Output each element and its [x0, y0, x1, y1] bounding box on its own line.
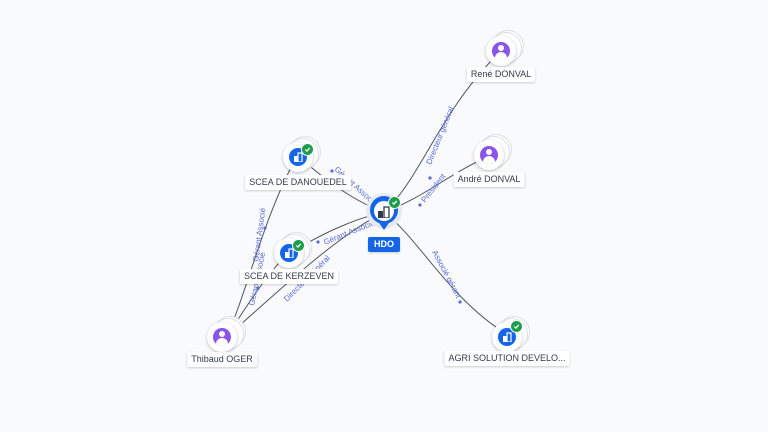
node-label-danouedel: SCEA DE DANOUEDEL	[245, 175, 351, 190]
node-label-thibaud: Thibaud OGER	[187, 352, 257, 367]
person-icon	[492, 42, 510, 60]
verified-check-icon	[388, 196, 401, 209]
person-icon	[480, 146, 498, 164]
arrow-marker	[256, 286, 260, 290]
arrow-marker	[428, 176, 432, 180]
verified-check-icon	[292, 239, 305, 252]
node-label-kerzeven: SCEA DE KERZEVEN	[239, 269, 339, 284]
arrow-marker	[418, 203, 422, 207]
verified-check-icon	[301, 143, 314, 156]
node-circle	[486, 36, 516, 66]
node-label-andre: André DONVAL	[453, 172, 525, 187]
arrow-marker	[458, 300, 462, 304]
arrow-marker	[316, 240, 320, 244]
node-circle	[474, 140, 504, 170]
node-circle	[207, 322, 237, 352]
verified-check-icon	[510, 320, 523, 333]
edge-label-andre-hdo: Président	[419, 171, 447, 204]
node-label-rene: René DONVAL	[466, 67, 536, 82]
company-icon	[498, 328, 516, 346]
node-label-agri: AGRI SOLUTION DEVELO...	[444, 351, 570, 366]
edge-label-rene-hdo: Directeur général	[425, 105, 456, 165]
node-label-hdo: HDO	[368, 237, 400, 252]
arrow-marker	[263, 226, 267, 230]
person-icon	[213, 328, 231, 346]
edge-label-hdo-agri: Associé gérant	[430, 249, 463, 301]
arrow-marker	[330, 169, 334, 173]
